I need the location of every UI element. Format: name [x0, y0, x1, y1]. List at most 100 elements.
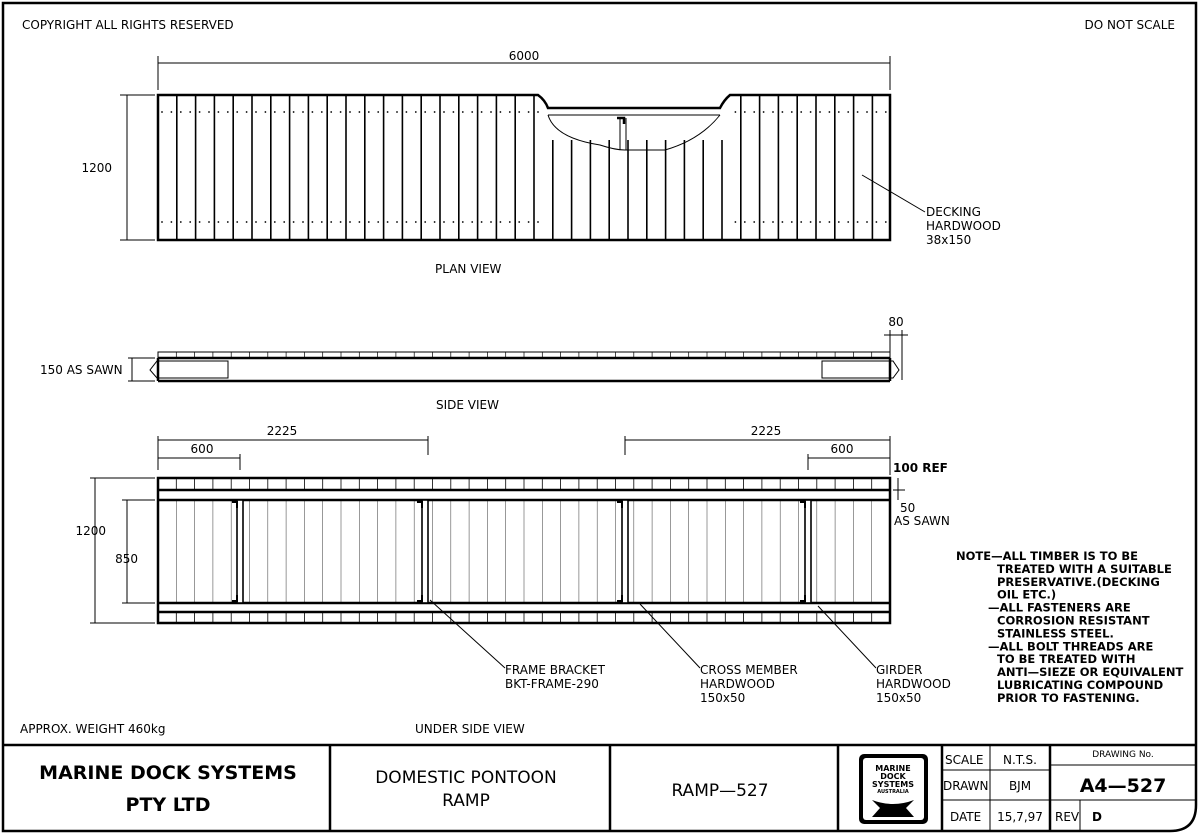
fastener-dot: [800, 221, 803, 223]
fastener-dot: [349, 111, 351, 113]
fastener-dot: [264, 111, 267, 113]
fastener-dot: [170, 221, 173, 223]
copyright-text: COPYRIGHT ALL RIGHTS RESERVED: [22, 18, 234, 32]
cross-member: [421, 499, 429, 604]
fastener-dot: [819, 111, 821, 113]
drawing-no-label: DRAWING No.: [1092, 750, 1154, 760]
fastener-dot: [208, 221, 210, 223]
fastener-dot: [847, 221, 850, 223]
fastener-dot: [480, 111, 483, 113]
fastener-dot: [790, 221, 793, 223]
fastener-dot: [349, 221, 351, 223]
description-1: DOMESTIC PONTOON: [375, 768, 557, 788]
sawn-dim-2: AS SAWN: [894, 514, 950, 528]
fastener-dot: [255, 111, 257, 113]
fastener-dot: [809, 111, 812, 113]
fastener-dot: [875, 221, 878, 223]
fastener-dot: [800, 111, 803, 113]
fastener-dot: [236, 221, 239, 223]
fastener-dot: [762, 221, 765, 223]
note-line: PRIOR TO FASTENING.: [997, 691, 1140, 705]
note-line: LUBRICATING COMPOUND: [997, 678, 1163, 692]
note-line: TREATED WITH A SUITABLE: [997, 562, 1172, 576]
plan-view: 6000 1200 DECKING HARDWOOD 38x150 PLAN V…: [81, 49, 1000, 276]
part-number: RAMP—527: [671, 781, 768, 801]
note-line: —ALL BOLT THREADS ARE: [988, 639, 1154, 653]
dim-600-left: 600: [191, 442, 214, 456]
fastener-dot: [226, 111, 229, 113]
company-name-2: PTY LTD: [126, 794, 211, 816]
dim-2225-left: 2225: [267, 424, 298, 438]
fastener-dot: [414, 111, 417, 113]
fastener-dot: [537, 221, 539, 223]
fastener-dot: [461, 221, 464, 223]
svg-text:DOCK: DOCK: [880, 772, 906, 781]
fastener-dot: [856, 221, 859, 223]
fastener-dot: [226, 221, 229, 223]
fastener-dot: [358, 221, 361, 223]
side-view-title: SIDE VIEW: [436, 398, 499, 412]
company-name-1: MARINE DOCK SYSTEMS: [39, 762, 297, 784]
fastener-dot: [508, 111, 511, 113]
fastener-dot: [471, 221, 474, 223]
cross-member-callout-1: CROSS MEMBER: [700, 663, 798, 677]
fastener-dot: [405, 111, 408, 113]
under-inner-dim: 850: [115, 552, 138, 566]
fastener-dot: [828, 111, 831, 113]
scale-value: N.T.S.: [1003, 753, 1037, 767]
under-width-dim: 1200: [75, 524, 106, 538]
frame-bracket-callout-2: BKT-FRAME-290: [505, 677, 599, 691]
fastener-dot: [781, 111, 784, 113]
side-end-dim: 80: [888, 315, 903, 329]
dim-600-right: 600: [831, 442, 854, 456]
fastener-dot: [753, 111, 756, 113]
fastener-dot: [772, 221, 774, 223]
fastener-dot: [198, 111, 201, 113]
fastener-dot: [753, 221, 756, 223]
decking-callout-1: DECKING: [926, 205, 981, 219]
fastener-dot: [320, 111, 323, 113]
weight-text: APPROX. WEIGHT 460kg: [20, 722, 165, 736]
fastener-dot: [367, 111, 370, 113]
fastener-dot: [490, 111, 492, 113]
fastener-dot: [518, 221, 521, 223]
fastener-dot: [198, 221, 201, 223]
note-line: NOTE—ALL TIMBER IS TO BE: [956, 549, 1138, 563]
fastener-dot: [819, 221, 821, 223]
fastener-dot: [866, 221, 868, 223]
side-view: 150 AS SAWN 80 SIDE VIEW: [40, 315, 908, 412]
fastener-dot: [161, 111, 163, 113]
fastener-dot: [499, 221, 502, 223]
decking-callout-3: 38x150: [926, 233, 971, 247]
fastener-dot: [236, 111, 239, 113]
dim-2225-right: 2225: [751, 424, 782, 438]
cross-member-callout-3: 150x50: [700, 691, 745, 705]
fastener-dot: [837, 221, 840, 223]
fastener-dot: [264, 221, 267, 223]
title-block: MARINE DOCK SYSTEMS PTY LTD DOMESTIC PON…: [3, 743, 1196, 831]
frame-bracket: [232, 501, 238, 602]
fastener-dot: [452, 111, 455, 113]
fastener-dot: [809, 221, 812, 223]
fastener-dot: [480, 221, 483, 223]
frame-bracket: [617, 501, 623, 602]
rev-label: REV: [1055, 810, 1080, 824]
fastener-dot: [377, 111, 380, 113]
sawn-dim-1: 50: [900, 501, 915, 515]
cross-member: [236, 499, 244, 604]
fastener-dot: [884, 111, 887, 113]
fastener-dot: [762, 111, 765, 113]
fastener-dot: [311, 221, 314, 223]
under-side-view-title: UNDER SIDE VIEW: [415, 722, 525, 736]
fastener-dot: [273, 111, 276, 113]
fastener-dot: [302, 111, 304, 113]
fastener-dot: [537, 111, 539, 113]
fastener-dot: [875, 111, 878, 113]
fastener-dot: [283, 111, 286, 113]
fastener-dot: [386, 221, 389, 223]
svg-text:AUSTRALIA: AUSTRALIA: [877, 789, 909, 795]
fastener-dot: [471, 111, 474, 113]
fastener-dot: [443, 111, 445, 113]
fastener-dot: [358, 111, 361, 113]
